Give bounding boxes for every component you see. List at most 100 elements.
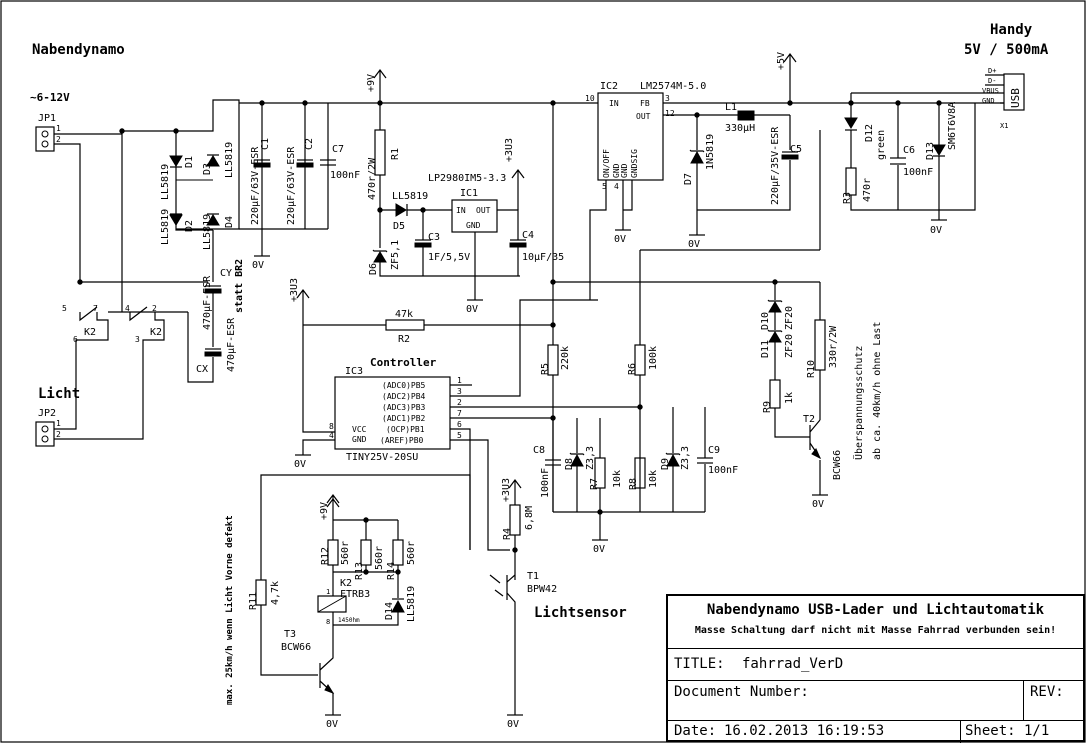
svg-text:R5: R5 bbox=[540, 363, 551, 375]
svg-text:7: 7 bbox=[93, 304, 98, 313]
svg-text:0V: 0V bbox=[466, 304, 478, 315]
svg-text:470r: 470r bbox=[862, 178, 873, 202]
d13-tvs: D13 SM6T6V8A bbox=[925, 102, 958, 210]
k2-relay-coil: K2 FTRB3 1450hm 18 bbox=[317, 578, 370, 626]
svg-text:R8: R8 bbox=[628, 478, 639, 490]
svg-text:5: 5 bbox=[602, 182, 607, 191]
title-block: Nabendynamo USB-Lader und Lichtautomatik… bbox=[666, 594, 1085, 743]
ic1-regulator: IN OUT GND IC1 LP2980IM5-3.3 bbox=[428, 173, 519, 300]
svg-text:D13: D13 bbox=[925, 142, 936, 160]
svg-text:BCW66: BCW66 bbox=[832, 450, 843, 480]
heading-controller: Controller bbox=[370, 356, 437, 369]
gnd-1: 0V bbox=[252, 255, 270, 271]
c2-capacitor: C2 220µF/63V-ESR bbox=[286, 138, 315, 225]
d5-diode: LL5819 D5 bbox=[380, 191, 452, 232]
svg-text:C9: C9 bbox=[708, 445, 720, 456]
svg-text:OUT: OUT bbox=[636, 112, 651, 121]
svg-text:D14: D14 bbox=[384, 602, 395, 620]
svg-text:L1: L1 bbox=[725, 102, 737, 113]
svg-text:12: 12 bbox=[665, 109, 675, 118]
gnd-usb: 0V bbox=[930, 210, 947, 236]
svg-text:GND: GND bbox=[466, 221, 481, 230]
r12-resistor: R12 560r bbox=[320, 539, 351, 566]
ic2-regulator: IN FB OUT ON/OFF GND GND GNDSIG IC2 LM25… bbox=[585, 81, 790, 300]
svg-text:0V: 0V bbox=[593, 544, 605, 555]
svg-text:VBUS: VBUS bbox=[982, 87, 999, 95]
c7-value: 100nF bbox=[330, 170, 360, 181]
gnd-ic3: 0V bbox=[294, 454, 311, 470]
r5-resistor: R5 220k bbox=[540, 344, 571, 376]
c1-label: C1 bbox=[260, 138, 271, 150]
svg-text:R10: R10 bbox=[806, 360, 817, 378]
t1-phototransistor: T1 BPW42 bbox=[489, 571, 557, 715]
svg-text:R6: R6 bbox=[627, 363, 638, 375]
svg-text:0V: 0V bbox=[326, 719, 338, 730]
svg-text:ZF20: ZF20 bbox=[784, 334, 795, 358]
svg-text:100nF: 100nF bbox=[903, 167, 933, 178]
svg-text:D+: D+ bbox=[988, 67, 996, 75]
svg-text:TINY25V-20SU: TINY25V-20SU bbox=[346, 452, 418, 463]
svg-text:0V: 0V bbox=[294, 459, 306, 470]
svg-text:C5: C5 bbox=[790, 144, 802, 155]
sheet-label: Sheet: bbox=[965, 723, 1016, 739]
d8-zener: D8 Z3,3 bbox=[564, 418, 596, 512]
svg-text:GND: GND bbox=[620, 163, 629, 178]
svg-text:4,7k: 4,7k bbox=[270, 581, 281, 605]
svg-text:(ADC3)PB3: (ADC3)PB3 bbox=[382, 403, 426, 412]
date-label: Date: bbox=[674, 723, 717, 739]
note-speed: max. 25km/h wenn Licht Vorne defekt bbox=[224, 515, 235, 705]
heading-handy: Handy bbox=[990, 22, 1033, 38]
gnd-t1: 0V bbox=[507, 714, 523, 730]
title-label: TITLE: bbox=[674, 656, 725, 672]
rev-divider bbox=[1023, 681, 1024, 721]
title-row: TITLE: fahrrad_VerD bbox=[668, 648, 1083, 680]
svg-text:GND: GND bbox=[352, 435, 367, 444]
sheet-value: 1/1 bbox=[1024, 723, 1050, 739]
svg-text:+3U3: +3U3 bbox=[289, 278, 300, 302]
svg-text:LL5819: LL5819 bbox=[406, 586, 417, 622]
d7-diode: D7 1N5819 bbox=[683, 115, 716, 235]
ic3-controller: (ADC0)PB5 (ADC2)PB4 (ADC3)PB3 (ADC1)PB2 … bbox=[302, 299, 640, 551]
rail-3v3-sensor: +3U3 bbox=[501, 478, 522, 505]
heading-lichtsensor: Lichtsensor bbox=[534, 605, 627, 621]
svg-text:GNDSIG: GNDSIG bbox=[630, 149, 639, 178]
c6-capacitor: C6 100nF bbox=[890, 103, 933, 210]
svg-text:USB: USB bbox=[1009, 88, 1022, 108]
r2-resistor: 47k R2 bbox=[302, 309, 553, 433]
svg-text:6: 6 bbox=[457, 420, 462, 429]
cx-capacitor: CX 470µF-ESR bbox=[196, 317, 237, 375]
jp2-connector: JP2 1 2 bbox=[35, 408, 61, 447]
bridge-diodes: LL5819 D1 LL5819 D2 D3 LL5819 LL5819 D4 bbox=[160, 142, 235, 250]
svg-text:IC2: IC2 bbox=[600, 81, 618, 92]
d1-label: D1 bbox=[184, 156, 195, 168]
d6-zener: D6 ZF5,1 bbox=[368, 210, 520, 277]
jp2-pin2: 2 bbox=[56, 430, 61, 439]
c4-capacitor: C4 10µF/35 bbox=[509, 230, 564, 263]
svg-text:(ADC2)PB4: (ADC2)PB4 bbox=[382, 392, 426, 401]
svg-text:R2: R2 bbox=[398, 334, 410, 345]
svg-text:T3: T3 bbox=[284, 629, 296, 640]
cy-label: CY bbox=[220, 268, 232, 279]
svg-text:1k: 1k bbox=[784, 392, 795, 404]
svg-text:IC1: IC1 bbox=[460, 188, 478, 199]
svg-text:Z3,3: Z3,3 bbox=[680, 446, 691, 470]
svg-text:C8: C8 bbox=[533, 445, 545, 456]
svg-text:R3: R3 bbox=[842, 192, 853, 204]
schematic-title: Nabendynamo USB-Lader und Lichtautomatik bbox=[706, 602, 1045, 618]
svg-text:ON/OFF: ON/OFF bbox=[602, 149, 611, 178]
svg-text:IN: IN bbox=[609, 99, 619, 108]
r8-resistor: R8 10k bbox=[628, 457, 659, 490]
cx-value: 470µF-ESR bbox=[226, 317, 237, 372]
svg-text:0V: 0V bbox=[507, 719, 519, 730]
svg-text:K2: K2 bbox=[340, 578, 352, 589]
r6-resistor: R6 100k bbox=[627, 344, 659, 376]
r3-resistor: R3 470r bbox=[842, 167, 873, 204]
title-block-header: Nabendynamo USB-Lader und Lichtautomatik… bbox=[668, 596, 1083, 648]
svg-text:R11: R11 bbox=[248, 592, 259, 610]
svg-text:2: 2 bbox=[152, 304, 157, 313]
svg-text:8: 8 bbox=[326, 618, 330, 626]
svg-text:220k: 220k bbox=[560, 346, 571, 370]
svg-text:IC3: IC3 bbox=[345, 366, 363, 377]
